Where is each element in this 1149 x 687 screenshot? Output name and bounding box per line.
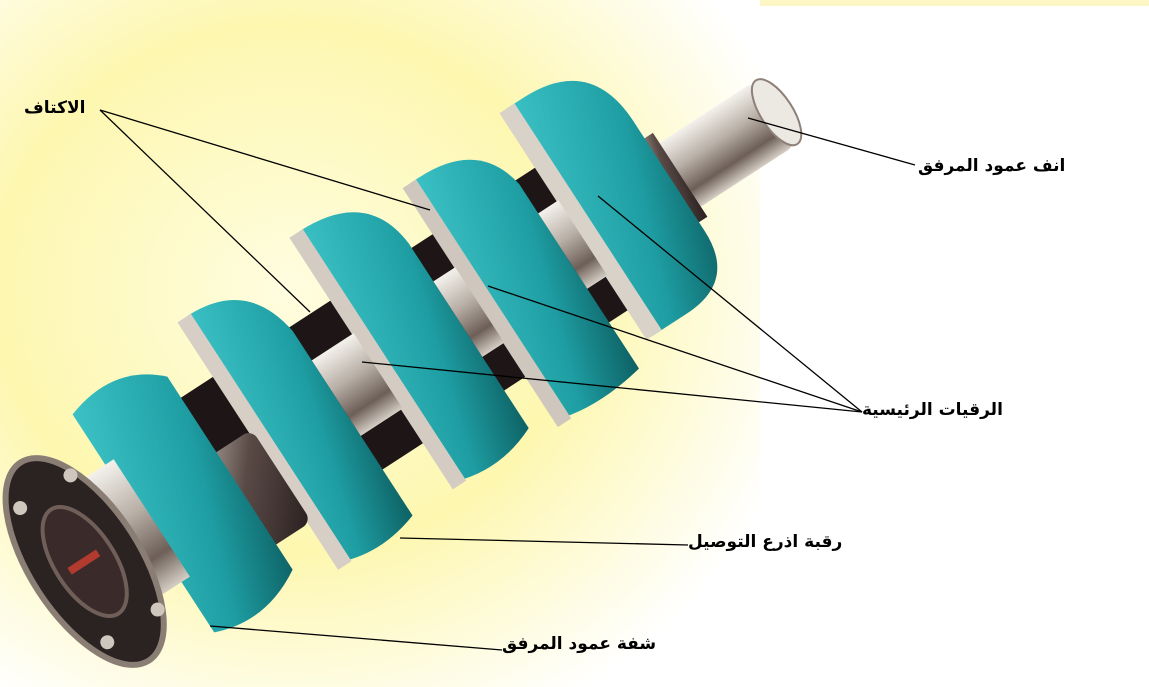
label-flange: شفة عمود المرفق (502, 634, 656, 654)
label-main-journals: الرقيات الرئيسية (862, 400, 1003, 420)
background-strip (760, 0, 1149, 6)
label-shoulders: الاكتاف (24, 98, 85, 118)
label-crank-nose: انف عمود المرفق (918, 156, 1065, 176)
label-rod-journal: رقبة اذرع التوصيل (688, 532, 842, 552)
